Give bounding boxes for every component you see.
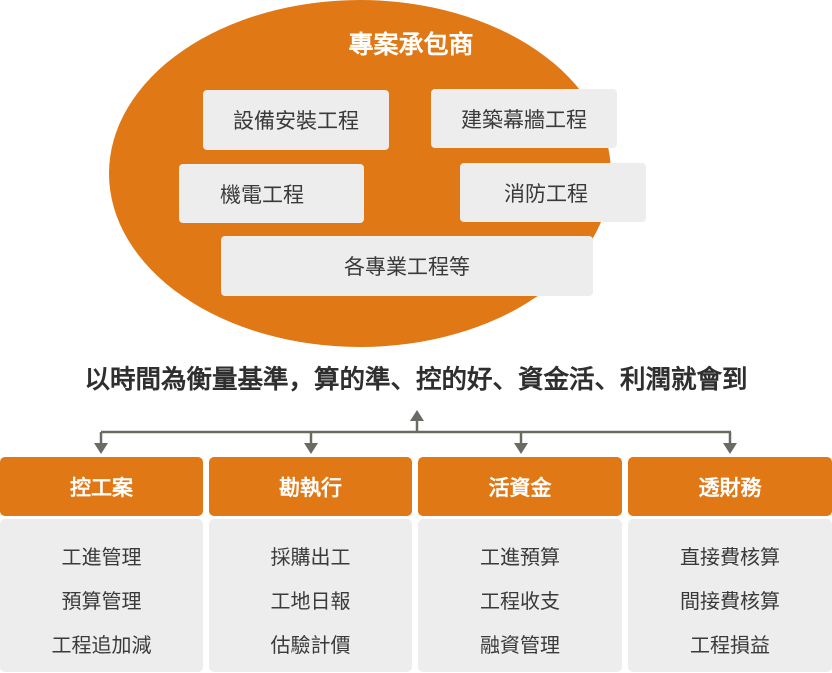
pillar-execution: 勘執行 採購出工 工地日報 估驗計價 (209, 457, 412, 672)
pillar-item: 工程損益 (690, 633, 770, 657)
arrow-down-icon (723, 443, 737, 454)
slogan-text: 以時間為衡量基準，算的準、控的好、資金活、利潤就會到 (84, 365, 748, 395)
pillar-body: 採購出工 工地日報 估驗計價 (209, 519, 412, 672)
trade-box-equipment-installation: 設備安裝工程 (203, 90, 389, 150)
pillar-header: 控工案 (0, 457, 203, 516)
pillar-item: 工進管理 (61, 545, 142, 569)
pillar-header: 勘執行 (209, 457, 412, 516)
arrow-down-icon (514, 443, 528, 454)
pillar-item: 估驗計價 (270, 633, 351, 657)
pillar-item: 工程收支 (480, 589, 560, 613)
arrow-down-icon (94, 443, 108, 454)
pillar-header: 透財務 (628, 457, 832, 516)
pillar-body: 工進預算 工程收支 融資管理 (418, 519, 622, 672)
pillar-item: 工進預算 (480, 545, 560, 569)
pillar-body: 直接費核算 間接費核算 工程損益 (628, 519, 832, 672)
pillar-body: 工進管理 預算管理 工程追加減 (0, 519, 203, 672)
pillar-item: 間接費核算 (680, 589, 780, 613)
pillar-finance-transparency: 透財務 直接費核算 間接費核算 工程損益 (628, 457, 832, 672)
trade-box-specialty-works: 各專業工程等 (221, 236, 593, 296)
pillar-item: 直接費核算 (680, 545, 780, 569)
pillar-item: 融資管理 (480, 633, 560, 657)
trade-box-mep: 機電工程 (179, 164, 364, 223)
pillar-header: 活資金 (418, 457, 622, 516)
trade-box-curtain-wall: 建築幕牆工程 (431, 89, 617, 148)
arrow-up-icon (410, 410, 424, 421)
pillar-control-projects: 控工案 工進管理 預算管理 工程追加減 (0, 457, 203, 672)
pillar-item: 工地日報 (270, 589, 351, 613)
connector-arrows (94, 410, 737, 454)
pillar-item: 預算管理 (61, 589, 142, 613)
arrow-down-icon (304, 443, 318, 454)
pillar-item: 採購出工 (270, 545, 351, 569)
trade-box-fire-protection: 消防工程 (460, 163, 646, 222)
pillar-cash-flow: 活資金 工進預算 工程收支 融資管理 (418, 457, 622, 672)
contractor-title: 專案承包商 (348, 30, 474, 59)
pillar-item: 工程追加減 (51, 633, 152, 657)
